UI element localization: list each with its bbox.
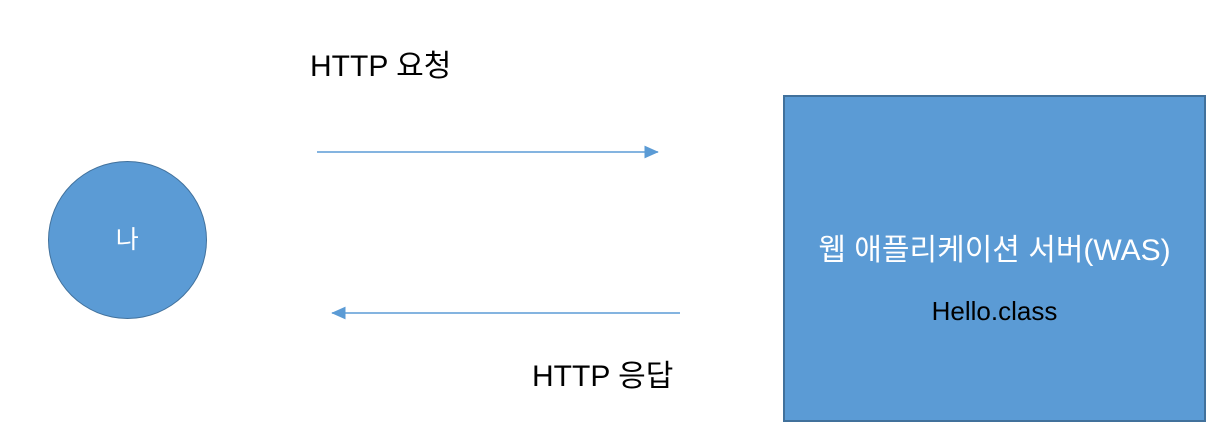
edge-label-http-response: HTTP 응답 — [532, 360, 674, 393]
arrow-left-icon — [331, 306, 680, 320]
client-node-circle[interactable]: 나 — [48, 161, 207, 319]
server-node-title: 웹 애플리케이션 서버(WAS) — [818, 233, 1171, 267]
server-node-rectangle[interactable]: 웹 애플리케이션 서버(WAS) Hello.class — [783, 95, 1206, 422]
arrow-right-icon — [317, 145, 659, 159]
edge-label-http-request: HTTP 요청 — [310, 50, 452, 83]
client-node-label: 나 — [115, 225, 140, 254]
server-node-subtitle: Hello.class — [931, 295, 1058, 326]
